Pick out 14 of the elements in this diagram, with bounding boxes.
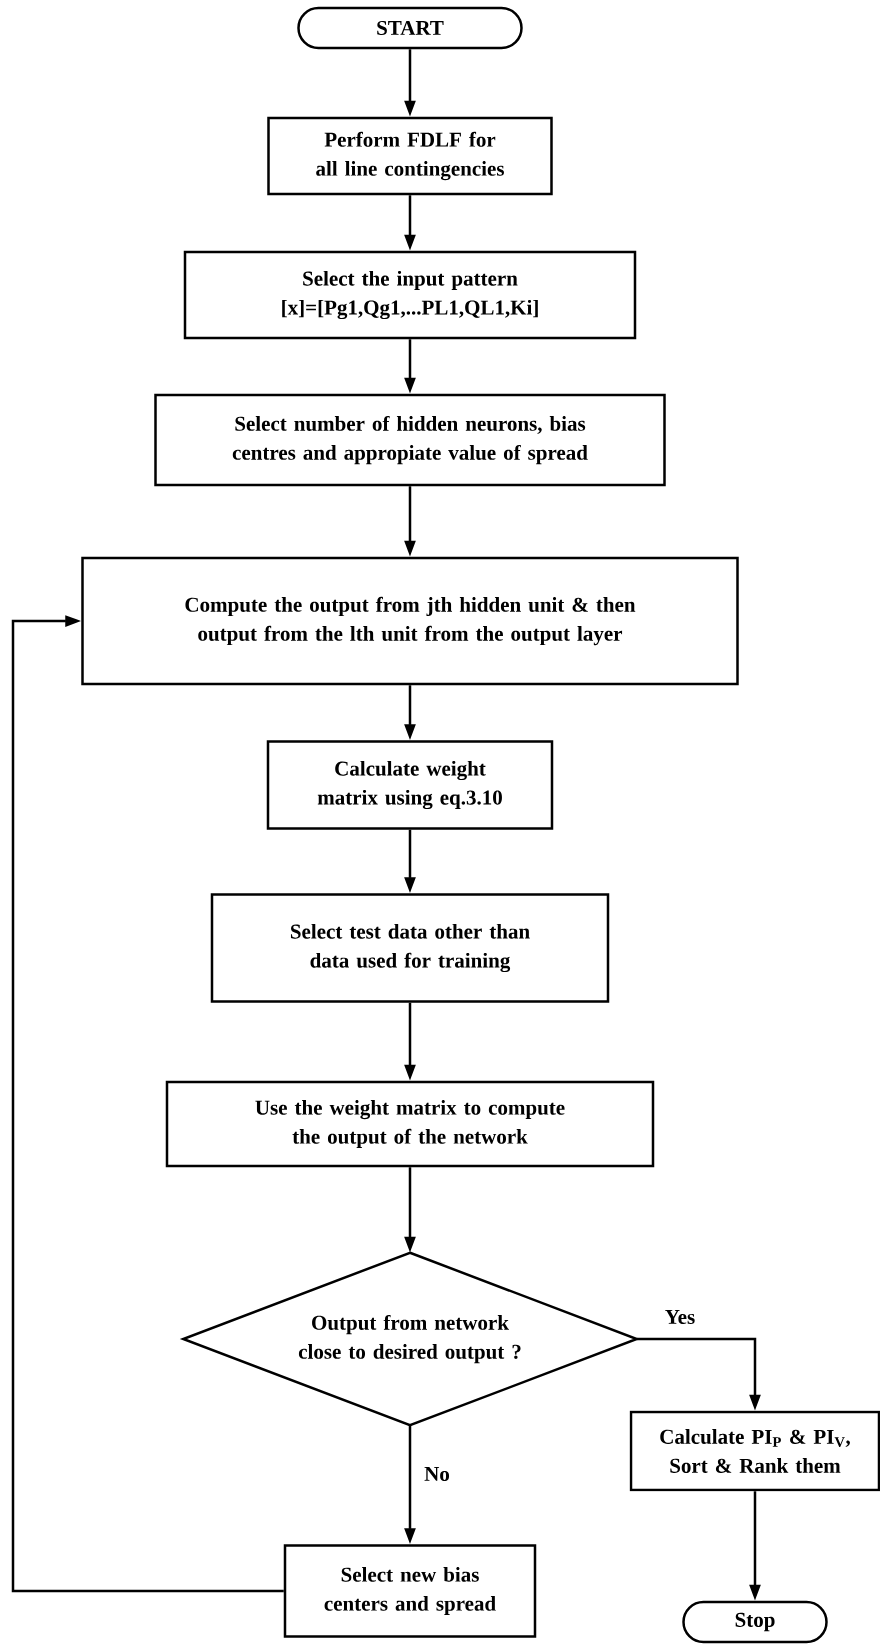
process-box: Perform FDLF for all line contingencies [267,116,553,196]
process-box: Use the weight matrix to compute the output of the network [165,1080,655,1168]
edge-label: No [423,1466,451,1482]
process-box: Select number of hidden neurons, bias centres and appropiate value of spread [154,393,666,487]
process-box: Select the input pattern [x]=[Pg1,Qg1,...PL1,QL1,Ki] [183,250,637,340]
process-box: Compute the output from jth hidden unit & then output from the lth unit from the output layer [81,556,739,686]
process-box: Calculate weight matrix using eq.3.10 [266,740,554,830]
terminal-box: START [297,6,523,50]
edge-label: Yes [663,1309,697,1325]
terminal-box: Stop [682,1600,828,1644]
process-box: Calculate PI$_{P}$ & PI$_{V}$, Sort & Rank them [629,1410,880,1492]
process-box: Select new bias centers and spread [283,1544,537,1638]
arrow [11,615,284,1593]
process-box: Select test data other than data used for training [210,893,610,1003]
